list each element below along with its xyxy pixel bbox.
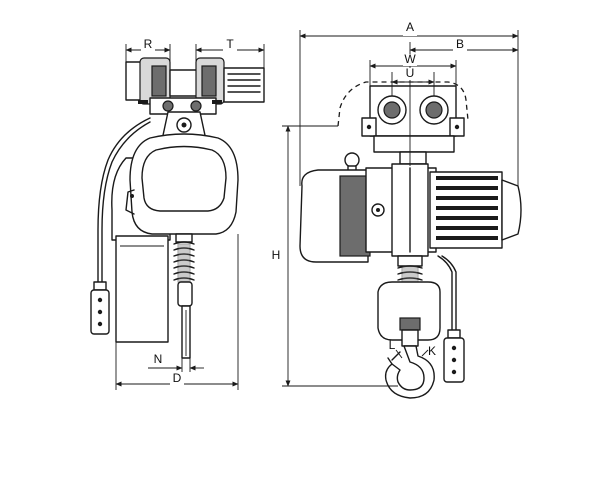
- dim-t: T: [195, 37, 265, 70]
- front-hook: [384, 329, 435, 399]
- beam-outline: [337, 81, 469, 127]
- dim-n: N: [148, 352, 204, 372]
- label-t: T: [226, 37, 234, 51]
- label-l: L: [389, 338, 396, 352]
- side-load-chain: [173, 233, 195, 359]
- dim-d: D: [115, 234, 239, 390]
- label-u: U: [406, 66, 415, 80]
- dim-r: R: [125, 37, 171, 64]
- front-view: A B W U: [269, 20, 522, 399]
- label-b: B: [456, 37, 464, 51]
- dim-w: W: [369, 52, 457, 86]
- label-a: A: [406, 20, 414, 34]
- dim-h: H: [269, 125, 398, 387]
- label-r: R: [144, 37, 153, 51]
- side-casing: [125, 133, 239, 235]
- front-trolley: [361, 85, 465, 165]
- dim-b: B: [409, 37, 519, 166]
- front-body: [299, 152, 437, 263]
- side-trolley: [125, 57, 265, 115]
- side-pendant: [90, 117, 151, 335]
- side-view: R T N D: [90, 37, 265, 390]
- front-pendant: [437, 255, 465, 383]
- label-d: D: [173, 371, 182, 385]
- front-load-chain: [377, 255, 441, 341]
- label-h: H: [272, 248, 281, 262]
- label-k: K: [428, 344, 436, 358]
- side-hanger: [161, 111, 207, 141]
- dim-a: A: [299, 20, 519, 186]
- dim-l-k: L K: [389, 338, 436, 359]
- label-w: W: [404, 52, 416, 66]
- dim-u: U: [391, 66, 435, 96]
- label-n: N: [154, 352, 163, 366]
- front-motor: [429, 171, 522, 249]
